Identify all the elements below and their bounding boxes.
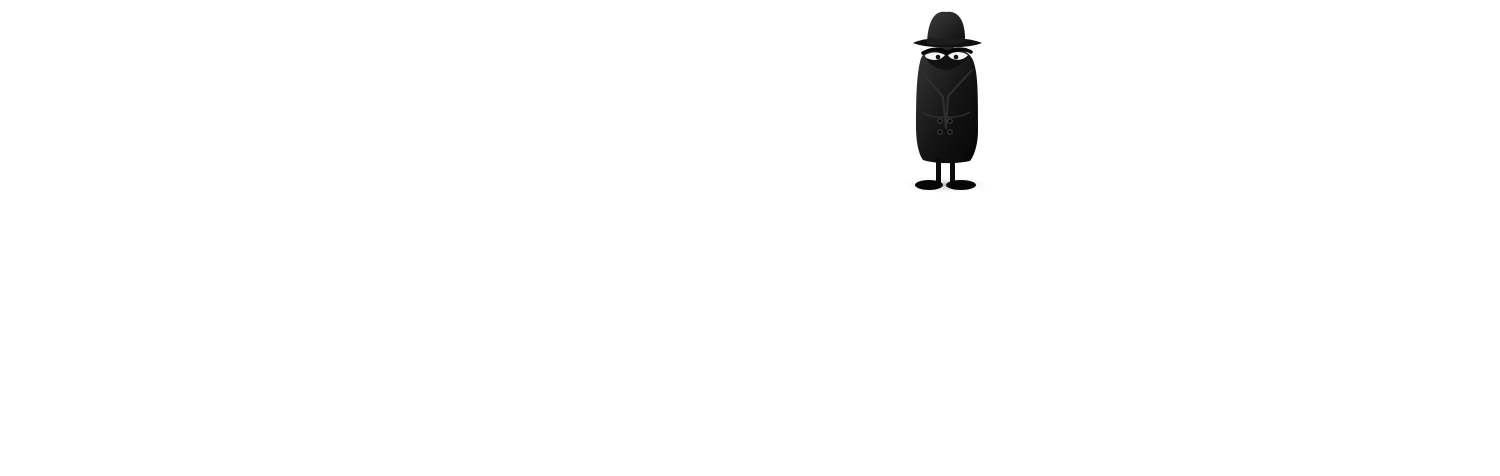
- spy-icon: [898, 8, 994, 196]
